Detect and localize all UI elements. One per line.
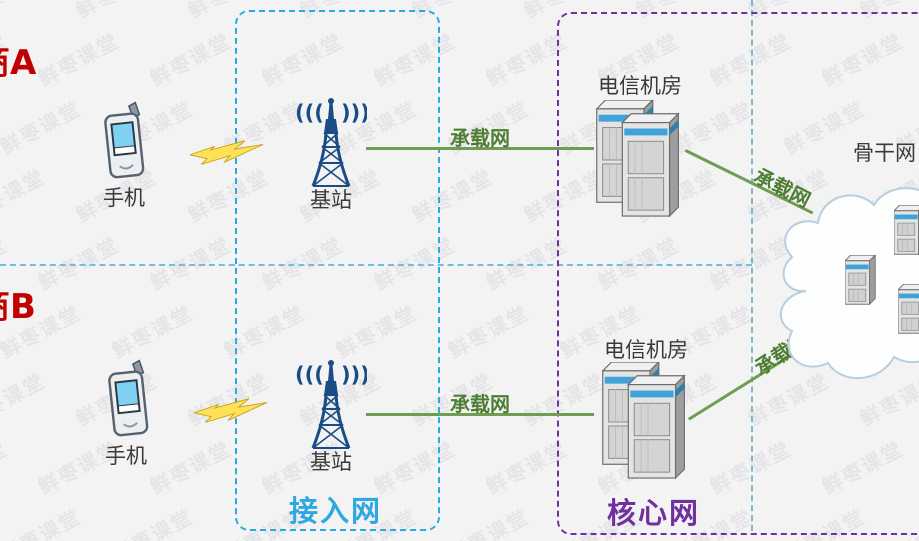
bearer-network-label: 承载网 — [450, 392, 510, 416]
divider-vertical — [751, 0, 753, 531]
lightning-icon — [194, 398, 268, 423]
watermark-text: 鲜枣课堂 — [0, 368, 50, 432]
watermark-text: 鲜枣课堂 — [146, 232, 236, 296]
access-network-zone-label: 接入网 — [288, 494, 382, 528]
watermark-text: 鲜枣课堂 — [0, 232, 12, 296]
watermark-text: 鲜枣课堂 — [108, 504, 198, 541]
mobile-phone-icon — [104, 101, 145, 179]
watermark-text: 鲜枣课堂 — [0, 0, 50, 24]
base-station-label: 基站 — [310, 188, 352, 212]
server-cabinet-icon — [845, 255, 877, 306]
server-cabinet-icon — [894, 205, 919, 256]
base-station-icon: ((( ))) — [295, 98, 367, 187]
server-cabinet-icon — [898, 284, 919, 334]
svg-text:(((: ((( — [295, 101, 324, 125]
bearer-network-label: 承载网 — [450, 126, 510, 150]
watermark-text: 鲜枣课堂 — [70, 0, 161, 24]
watermark-text: 鲜枣课堂 — [0, 96, 86, 160]
lightning-icon — [190, 140, 264, 165]
divider-horizontal — [0, 264, 752, 266]
base-station-icon: ((( ))) — [295, 360, 367, 449]
watermark-text: 鲜枣课堂 — [0, 164, 50, 228]
server-cabinets-icon — [596, 100, 680, 218]
base-station-label: 基站 — [310, 450, 352, 474]
core-network-box — [557, 12, 919, 535]
operator-a-label: 商A — [0, 43, 37, 83]
telecom-room-label: 电信机房 — [604, 338, 688, 362]
phone-label: 手机 — [105, 444, 147, 468]
access-network-box — [235, 10, 440, 531]
svg-text:))): ))) — [341, 101, 367, 125]
operator-b-label: 商B — [0, 287, 36, 327]
bearer-line — [366, 147, 594, 150]
server-cabinets-icon — [602, 362, 686, 480]
core-network-zone-label: 核心网 — [606, 496, 700, 530]
telecom-room-label: 电信机房 — [598, 74, 682, 98]
svg-text:))): ))) — [341, 363, 367, 387]
watermark-text: 鲜枣课堂 — [108, 300, 198, 364]
watermark-text: 鲜枣课堂 — [444, 504, 534, 541]
backbone-network-label: 骨干网 — [853, 141, 916, 165]
watermark-text: 鲜枣课堂 — [34, 232, 124, 296]
phone-label: 手机 — [103, 186, 145, 210]
svg-text:(((: ((( — [295, 363, 324, 387]
watermark-text: 鲜枣课堂 — [444, 300, 534, 364]
watermark-text: 鲜枣课堂 — [34, 28, 124, 92]
mobile-phone-icon — [108, 359, 149, 437]
watermark-text: 鲜枣课堂 — [0, 504, 86, 541]
watermark-text: 鲜枣课堂 — [146, 28, 236, 92]
bearer-line — [366, 413, 594, 416]
watermark-text: 鲜枣课堂 — [0, 436, 12, 500]
